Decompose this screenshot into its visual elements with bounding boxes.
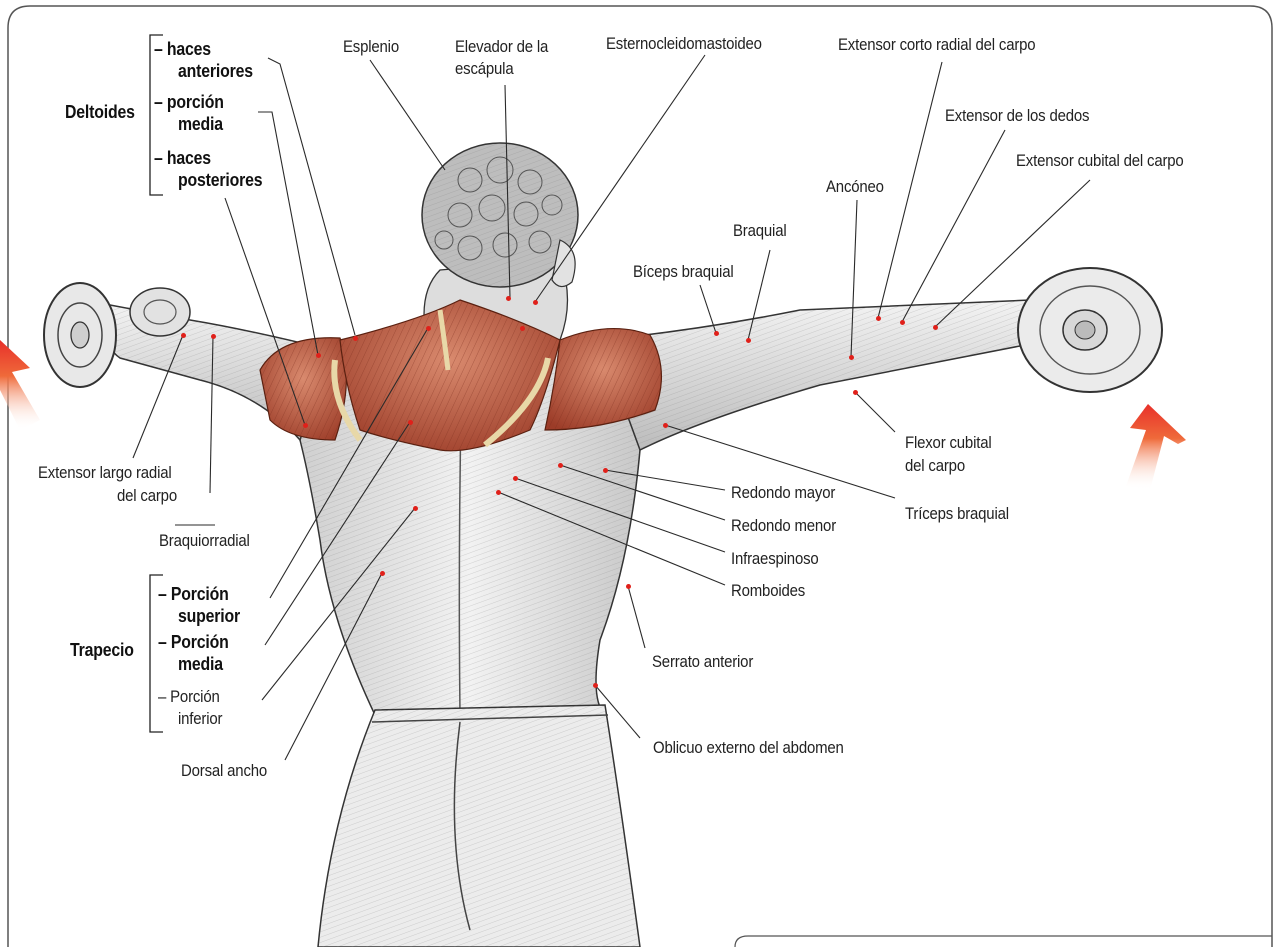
marker-dot [592,682,598,688]
marker-dot [662,422,668,428]
label-elevador-escapula: escápula [455,59,514,78]
label-redondo-menor: Redondo menor [731,516,837,535]
marker-dot [519,325,525,331]
label-triceps: Tríceps braquial [905,504,1009,523]
trapecio-title: Trapecio [70,640,134,660]
label-serrato: Serrato anterior [652,652,754,671]
marker-dot [532,299,538,305]
label-infraespinoso: Infraespinoso [731,549,819,568]
label-flexor-cubital: del carpo [905,456,965,475]
label-esplenio: Esplenio [343,37,399,56]
marker-dot [302,422,308,428]
marker-dot [210,333,216,339]
label-extensor-cubital: Extensor cubital del carpo [1016,151,1184,170]
label-flexor-cubital: Flexor cubital [905,433,992,452]
marker-dot [602,467,608,473]
marker-dot [932,324,938,330]
deltoides-part: media [178,114,223,134]
label-oblicuo: Oblicuo externo del abdomen [653,738,844,757]
deltoides-title: Deltoides [65,102,135,122]
marker-dot [713,330,719,336]
label-anconeo: Ancóneo [826,177,884,196]
marker-dot [899,319,905,325]
marker-dot [495,489,501,495]
label-esternocleidomastoideo: Esternocleidomastoideo [606,34,762,53]
marker-dot [875,315,881,321]
marker-dot [407,419,413,425]
marker-dot [412,505,418,511]
marker-dot [180,332,186,338]
marker-dot [512,475,518,481]
marker-dot [557,462,563,468]
trapecio-part: – Porción [158,687,220,706]
marker-dot [379,570,385,576]
label-braquiorradial: Braquiorradial [159,531,250,550]
trapecio-part: – Porción [158,584,229,604]
marker-dot [425,325,431,331]
label-braquial: Braquial [733,221,787,240]
label-extensor-dedos: Extensor de los dedos [945,106,1090,125]
marker-dot [352,335,358,341]
marker-dot [848,354,854,360]
label-romboides: Romboides [731,581,806,600]
trapecio-part: – Porción [158,632,229,652]
marker-dot [505,295,511,301]
label-extensor-largo: del carpo [117,486,177,505]
deltoides-part: posteriores [178,170,263,190]
label-biceps: Bíceps braquial [633,262,734,281]
label-extensor-largo: Extensor largo radial [38,463,172,482]
marker-dot [625,583,631,589]
deltoides-part: – haces [154,148,211,168]
label-dorsal-ancho: Dorsal ancho [181,761,268,780]
trapecio-part: media [178,654,223,674]
trapecio-part: inferior [178,709,223,728]
marker-dot [745,337,751,343]
marker-dot [852,389,858,395]
label-redondo-mayor: Redondo mayor [731,483,836,502]
deltoides-part: – porción [154,92,224,112]
deltoides-part: – haces [154,39,211,59]
label-elevador-escapula: Elevador de la [455,37,549,56]
marker-dot [315,352,321,358]
trapecio-part: superior [178,606,240,626]
deltoides-part: anteriores [178,61,253,81]
label-extensor-corto: Extensor corto radial del carpo [838,35,1036,54]
